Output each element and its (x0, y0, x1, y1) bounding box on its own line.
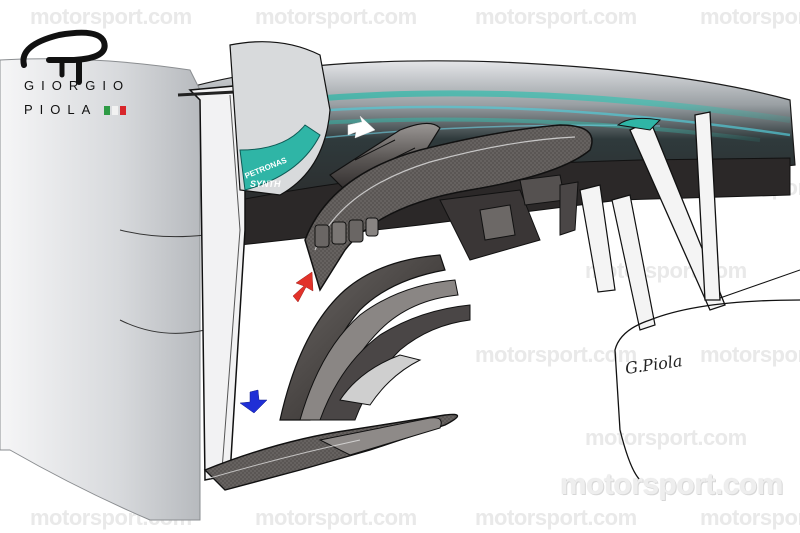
giorgio-piola-logo-icon (20, 29, 108, 85)
italian-flag-icon (104, 106, 126, 115)
red-arrow-icon (292, 271, 314, 303)
watermark: motorsport.com (255, 505, 417, 530)
blue-arrow-icon (239, 389, 268, 414)
artist-first-name: GIORGIO (24, 78, 131, 93)
tyre-outline (614, 299, 800, 481)
watermark: motorsport.com (700, 342, 800, 367)
bargeboard-boomerang (304, 124, 593, 292)
suspension-arms (559, 111, 726, 331)
watermark: motorsport.com (255, 4, 417, 29)
watermark: motorsport.com (30, 4, 192, 29)
watermark: motorsport.com (475, 342, 637, 367)
watermark: motorsport.com (475, 4, 637, 29)
watermark: motorsport.com (700, 505, 800, 530)
watermark: motorsport.com (700, 4, 800, 29)
white-arrow-icon (347, 115, 376, 139)
livery-text-synth: SYNTH (250, 179, 281, 189)
main-watermark: motorsport.com (560, 468, 784, 501)
artist-last-name: PIOLA (24, 102, 98, 117)
slotted-vanes (314, 217, 379, 248)
watermark: motorsport.com (585, 425, 747, 450)
watermark: motorsport.com (475, 505, 637, 530)
lower-bargeboard (279, 254, 471, 421)
